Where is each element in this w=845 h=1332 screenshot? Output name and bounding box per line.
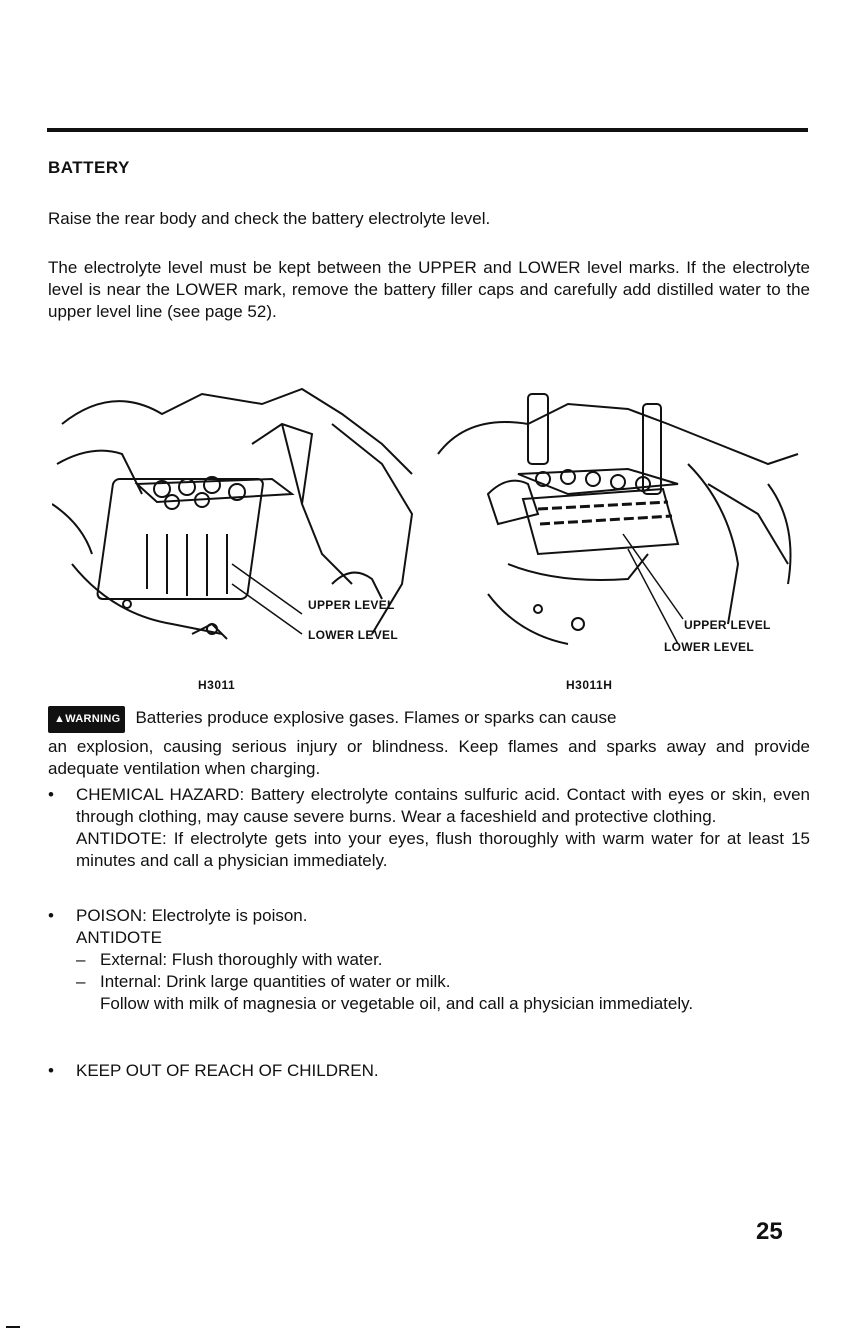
bullet-dot-icon: • [48, 785, 54, 804]
poison-internal-line: –Internal: Drink large quantities of wat… [76, 971, 810, 993]
battery-drawing-left [51, 387, 414, 640]
header-rule [47, 128, 808, 132]
bullet-dot-icon: • [48, 1061, 54, 1080]
battery-illustration-right: UPPER LEVEL LOWER LEVEL [428, 384, 808, 674]
lower-level-label-left: LOWER LEVEL [308, 628, 398, 642]
dash-icon: – [76, 972, 86, 991]
poison-external-line: –External: Flush thoroughly with water. [76, 949, 810, 971]
figure-code-left: H3011 [198, 678, 236, 692]
corner-mark [6, 1326, 20, 1328]
battery-illustration-left: UPPER LEVEL LOWER LEVEL [51, 384, 422, 674]
lower-level-label-right: LOWER LEVEL [664, 640, 754, 654]
keep-out-of-reach-text: KEEP OUT OF REACH OF CHILDREN. [76, 1061, 379, 1080]
warning-badge-label: WARNING [65, 713, 121, 725]
electrolyte-paragraph: The electrolyte level must be kept betwe… [48, 258, 810, 321]
upper-level-label-left: UPPER LEVEL [308, 598, 395, 612]
poison-text: POISON: Electrolyte is poison. [76, 906, 308, 925]
bullet-chemical-hazard: • CHEMICAL HAZARD: Battery electrolyte c… [48, 784, 810, 872]
upper-level-label-right: UPPER LEVEL [684, 618, 771, 632]
warning-first-line: ▲WARNING Batteries produce explosive gase… [48, 706, 810, 733]
bullet-keep-away: • KEEP OUT OF REACH OF CHILDREN. [48, 1060, 810, 1082]
section-title: BATTERY [48, 158, 130, 177]
warning-body: an explosion, causing serious injury or … [48, 737, 810, 778]
poison-internal-text: Internal: Drink large quantities of wate… [100, 972, 451, 991]
battery-drawing-right [437, 393, 799, 645]
page-number: 25 [756, 1218, 783, 1245]
chemical-antidote-text: ANTIDOTE: If electrolyte gets into your … [76, 829, 810, 870]
intro-paragraph: Raise the rear body and check the batter… [48, 209, 491, 228]
poison-external-text: External: Flush thoroughly with water. [100, 950, 383, 969]
bullet-poison: • POISON: Electrolyte is poison. ANTIDOT… [48, 905, 810, 1015]
chemical-hazard-text: CHEMICAL HAZARD: Battery electrolyte con… [76, 785, 810, 826]
poison-followup-text: Follow with milk of magnesia or vegetabl… [100, 994, 694, 1013]
bullet-dot-icon: • [48, 906, 54, 925]
warning-first-text: Batteries produce explosive gases. Flame… [135, 708, 617, 727]
warning-triangle-icon: ▲ [54, 713, 66, 725]
figure-code-right: H3011H [566, 678, 613, 692]
dash-icon: – [76, 950, 86, 969]
warning-badge: ▲WARNING [48, 706, 126, 733]
poison-antidote-title: ANTIDOTE [76, 928, 162, 947]
